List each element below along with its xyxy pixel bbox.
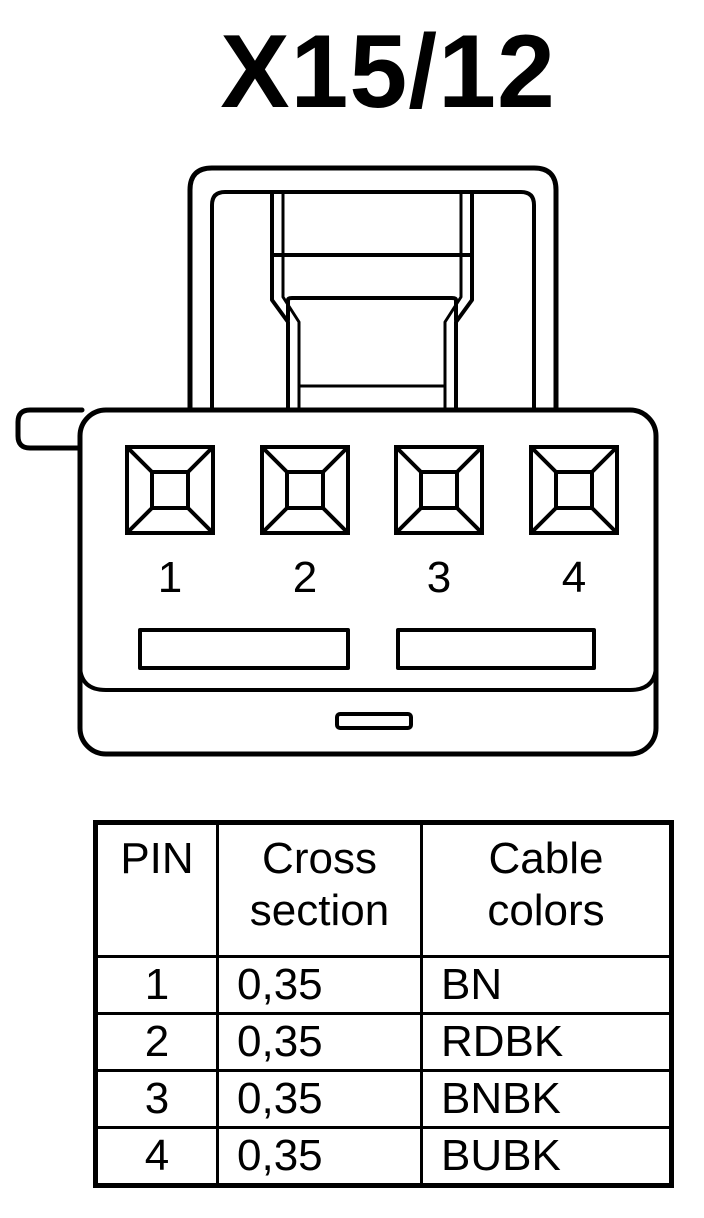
side-tab: [15, 407, 85, 451]
pin-cell: 4: [94, 1126, 219, 1187]
table-row: 4 0,35 BUBK: [94, 1126, 673, 1187]
latch-outer: [187, 165, 559, 413]
header-cross-section: Cross section: [216, 821, 423, 958]
cable-color-cell: BUBK: [420, 1126, 673, 1187]
pin-cavity-2: [260, 445, 350, 535]
header-pin: PIN: [94, 821, 219, 958]
pin-cell: 1: [94, 955, 219, 1015]
cross-section-cell: 0,35: [216, 1012, 423, 1072]
pin-cavity-1: [125, 445, 215, 535]
pin-cell: 3: [94, 1069, 219, 1129]
latch-tongue-inner: [281, 190, 463, 412]
latch-inner: [210, 190, 536, 412]
header-cable-colors: Cable colors: [420, 821, 673, 958]
cable-color-cell: BN: [420, 955, 673, 1015]
pin-label-4: 4: [562, 553, 586, 602]
cross-section-cell: 0,35: [216, 955, 423, 1015]
cross-section-cell: 0,35: [216, 1069, 423, 1129]
connector-drawing: 1 2 3 4: [15, 165, 659, 757]
pin-label-1: 1: [158, 553, 182, 602]
coding-slot-right: [396, 628, 596, 670]
table-row: 3 0,35 BNBK: [94, 1069, 673, 1129]
connector-title: X15/12: [220, 14, 556, 130]
coding-slot-left: [138, 628, 350, 670]
housing-front-line: [78, 663, 658, 692]
pin-cavity-4: [529, 445, 619, 535]
bottom-key: [335, 712, 413, 730]
pin-label-2: 2: [293, 553, 317, 602]
table-row: 2 0,35 RDBK: [94, 1012, 673, 1072]
pin-assignment-table: PIN Cross section Cable colors 1 0,35 BN…: [93, 820, 674, 1188]
latch-tongue-outer: [270, 190, 474, 412]
pin-cavity-3: [394, 445, 484, 535]
pin-cell: 2: [94, 1012, 219, 1072]
latch-window: [286, 296, 458, 322]
cross-section-cell: 0,35: [216, 1126, 423, 1187]
table-header-row: PIN Cross section Cable colors: [94, 821, 673, 958]
cable-color-cell: RDBK: [420, 1012, 673, 1072]
pin-label-3: 3: [427, 553, 451, 602]
cable-color-cell: BNBK: [420, 1069, 673, 1129]
table-row: 1 0,35 BN: [94, 955, 673, 1015]
